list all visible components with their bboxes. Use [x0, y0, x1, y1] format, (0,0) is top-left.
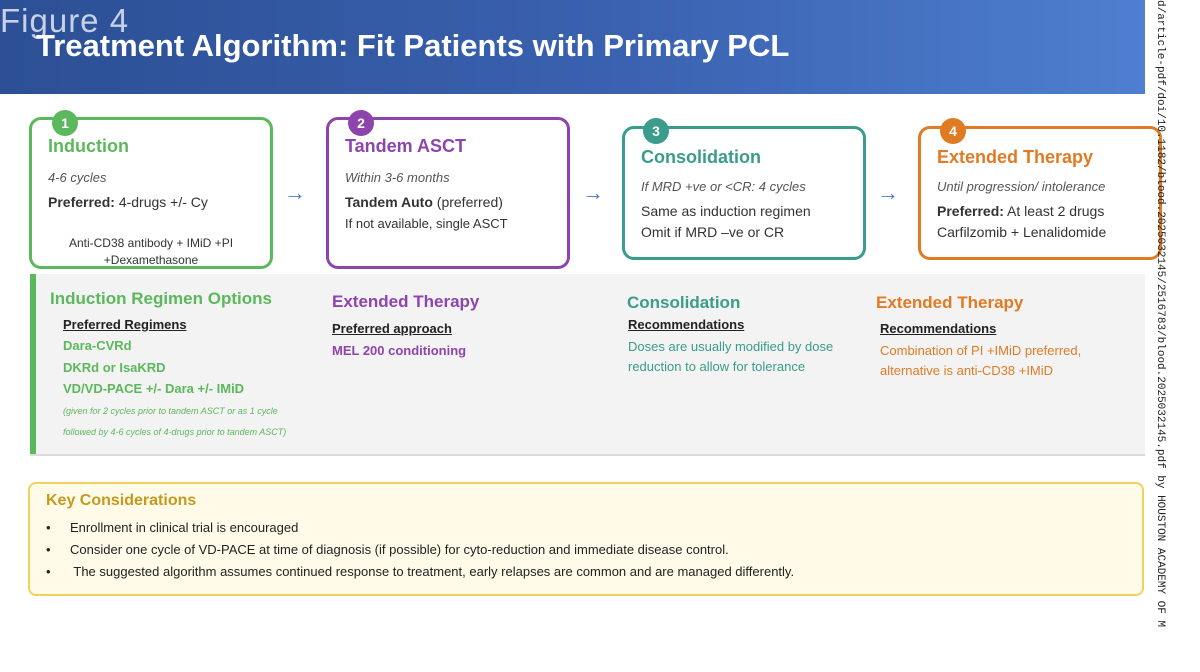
step-number-badge: 1 — [52, 110, 78, 136]
title-banner — [0, 0, 1145, 94]
regimen-options-panel — [30, 274, 1145, 456]
preferred-label: Preferred: — [937, 203, 1004, 219]
preferred-value: 4-drugs +/- Cy — [118, 194, 208, 210]
step-detail: Until progression/ intolerance — [937, 179, 1106, 194]
step-regimen-line: Anti-CD38 antibody + IMiD +PI — [68, 236, 234, 250]
download-watermark-text: d/article-pdf/doi/10.1182/blood.20250321… — [1154, 0, 1166, 628]
induction-option-item: DKRd or IsaKRD — [63, 360, 166, 375]
step-title: Consolidation — [641, 147, 761, 167]
step-regimen-line: +Dexamethasone — [103, 253, 199, 267]
step-title: Extended Therapy — [937, 147, 1094, 167]
bullet-icon: • — [46, 520, 51, 535]
induction-options-title: Induction Regimen Options — [50, 289, 272, 308]
step-box-consolidation: Consolidation If MRD +ve or <CR: 4 cycle… — [622, 126, 866, 260]
step-box-extended-therapy: Extended Therapy Until progression/ into… — [918, 126, 1162, 260]
preferred-label: Tandem Auto — [345, 194, 433, 210]
step-alternative: If not available, single ASCT — [345, 216, 508, 231]
step-box-induction: Induction 4-6 cycles Preferred: 4-drugs … — [29, 117, 273, 269]
consolidation-option-text: Doses are usually modified by dose — [628, 339, 834, 354]
induction-options-subtitle: Preferred Regimens — [63, 317, 187, 332]
asct-option-item: MEL 200 conditioning — [332, 343, 467, 358]
key-consideration-item: • Enrollment in clinical trial is encoura… — [46, 520, 298, 535]
bullet-icon: • — [46, 564, 51, 579]
step-title: Induction — [48, 136, 129, 156]
bullet-icon: • — [46, 542, 51, 557]
arrow-right-icon: → — [582, 180, 604, 205]
step-number-badge: 3 — [643, 118, 669, 144]
step-line: Omit if MRD –ve or CR — [641, 224, 785, 240]
induction-option-note: followed by 4-6 cycles of 4-drugs prior … — [63, 427, 287, 437]
figure-label: Figure 4 — [0, 2, 130, 39]
step-detail: Within 3-6 months — [345, 170, 450, 185]
consolidation-option-text: reduction to allow for tolerance — [628, 359, 806, 374]
key-consideration-text: Enrollment in clinical trial is encourag… — [70, 520, 299, 535]
key-considerations-box: Key Considerations • Enrollment in clinic… — [28, 482, 1144, 596]
extended-options-subtitle: Recommendations — [880, 321, 997, 336]
download-watermark: d/article-pdf/doi/10.1182/blood.20250321… — [1148, 0, 1170, 672]
step-title: Tandem ASCT — [345, 136, 467, 156]
consolidation-options-subtitle: Recommendations — [628, 317, 745, 332]
preferred-value: (preferred) — [436, 194, 503, 210]
step-detail: If MRD +ve or <CR: 4 cycles — [641, 179, 806, 194]
induction-option-note: (given for 2 cycles prior to tandem ASCT… — [63, 406, 278, 416]
asct-options-title: Extended Therapy — [332, 292, 480, 311]
step-preferred: Tandem Auto (preferred) — [345, 194, 503, 210]
step-number-badge: 4 — [940, 118, 966, 144]
step-preferred: Preferred: 4-drugs +/- Cy — [48, 194, 208, 210]
step-preferred: Preferred: At least 2 drugs — [937, 203, 1104, 219]
step-line: Carfilzomib + Lenalidomide — [937, 224, 1107, 240]
key-considerations-title: Key Considerations — [46, 492, 197, 509]
extended-option-text: alternative is anti-CD38 +IMiD — [880, 363, 1054, 378]
step-line: Same as induction regimen — [641, 203, 811, 219]
page-title: Treatment Algorithm: Fit Patients with P… — [36, 28, 790, 63]
key-consideration-text: Consider one cycle of VD-PACE at time of… — [70, 542, 729, 557]
arrow-right-icon: → — [877, 180, 899, 205]
preferred-label: Preferred: — [48, 194, 115, 210]
extended-option-text: Combination of PI +IMiD preferred, — [880, 343, 1082, 358]
asct-options-subtitle: Preferred approach — [332, 321, 452, 336]
step-box-tandem-asct: Tandem ASCT Within 3-6 months Tandem Aut… — [326, 117, 570, 269]
extended-options-title: Extended Therapy — [876, 293, 1024, 312]
induction-option-item: VD/VD-PACE +/- Dara +/- IMiD — [63, 381, 245, 396]
key-consideration-item: • Consider one cycle of VD-PACE at time o… — [46, 542, 729, 557]
step-number-badge: 2 — [348, 110, 374, 136]
induction-option-item: Dara-CVRd — [63, 338, 132, 353]
key-consideration-text: The suggested algorithm assumes continue… — [70, 564, 795, 579]
step-detail: 4-6 cycles — [48, 170, 107, 185]
consolidation-options-title: Consolidation — [627, 293, 741, 312]
key-consideration-item: • The suggested algorithm assumes contin… — [46, 564, 794, 579]
arrow-right-icon: → — [284, 180, 306, 205]
preferred-value: At least 2 drugs — [1007, 203, 1105, 219]
options-accent-bar — [30, 274, 36, 454]
